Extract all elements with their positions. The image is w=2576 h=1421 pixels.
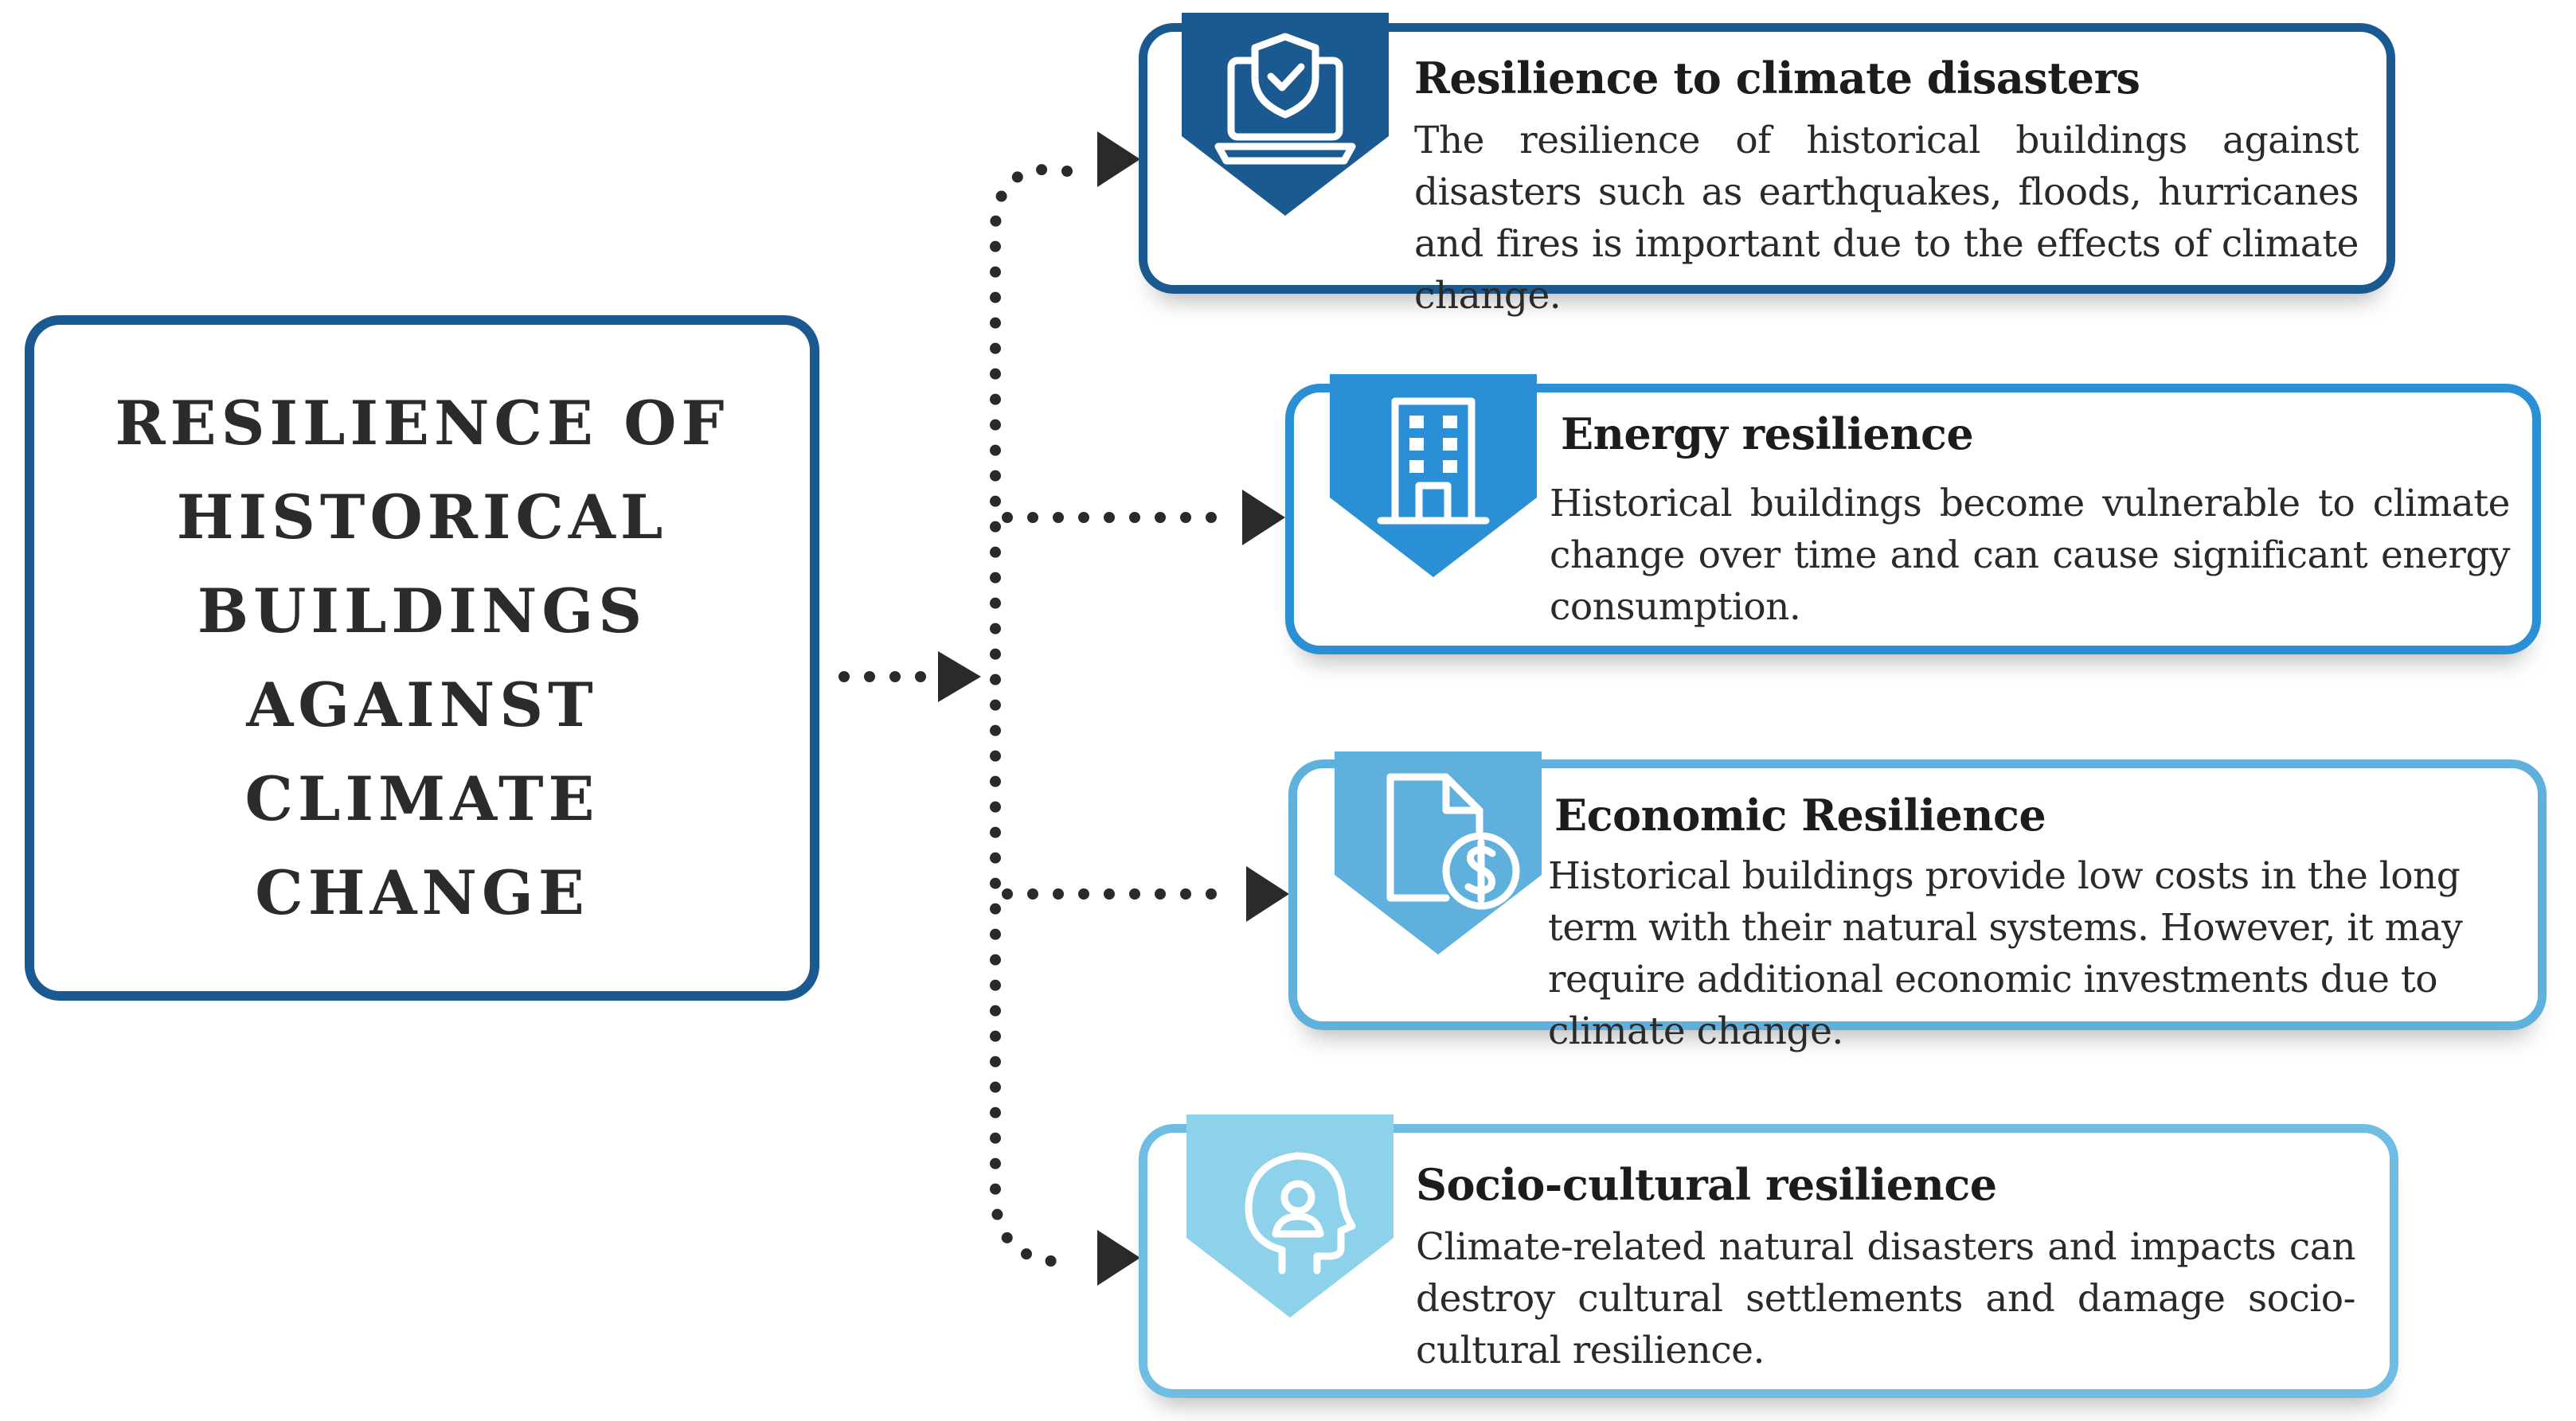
- card-title: Economic Resilience: [1554, 790, 2046, 841]
- arrowhead-4: [1097, 1230, 1140, 1286]
- building-icon: [1377, 397, 1490, 525]
- head-person-icon: [1245, 1152, 1356, 1275]
- shield-laptop-icon: [1214, 33, 1356, 165]
- arrowhead-2: [1242, 490, 1285, 545]
- card-description: Historical buildings become vulnerable t…: [1550, 482, 2511, 629]
- arrowhead-1: [1097, 131, 1140, 187]
- arrowhead-3: [1246, 866, 1289, 922]
- connector-trunk: [990, 163, 1073, 1267]
- central-concept-box: RESILIENCE OF HISTORICAL BUILDINGS AGAIN…: [25, 315, 819, 1001]
- badge-economic: [1335, 751, 1542, 954]
- central-concept-title: RESILIENCE OF HISTORICAL BUILDINGS AGAIN…: [115, 387, 729, 928]
- card-description: Historical buildings provide low costs i…: [1548, 854, 2463, 1053]
- card-title: Socio-cultural resilience: [1416, 1159, 1997, 1210]
- badge-socio-cultural: [1186, 1115, 1394, 1318]
- document-dollar-icon: [1386, 773, 1520, 910]
- card-title: Energy resilience: [1561, 408, 1974, 459]
- badge-energy: [1330, 374, 1537, 577]
- card-description: Climate-related natural disasters and im…: [1416, 1225, 2356, 1372]
- arrowhead-main: [938, 651, 981, 702]
- card-title: Resilience to climate disasters: [1414, 53, 2140, 103]
- badge-climate-disasters: [1182, 13, 1389, 216]
- card-description: The resilience of historical buildings a…: [1414, 119, 2359, 318]
